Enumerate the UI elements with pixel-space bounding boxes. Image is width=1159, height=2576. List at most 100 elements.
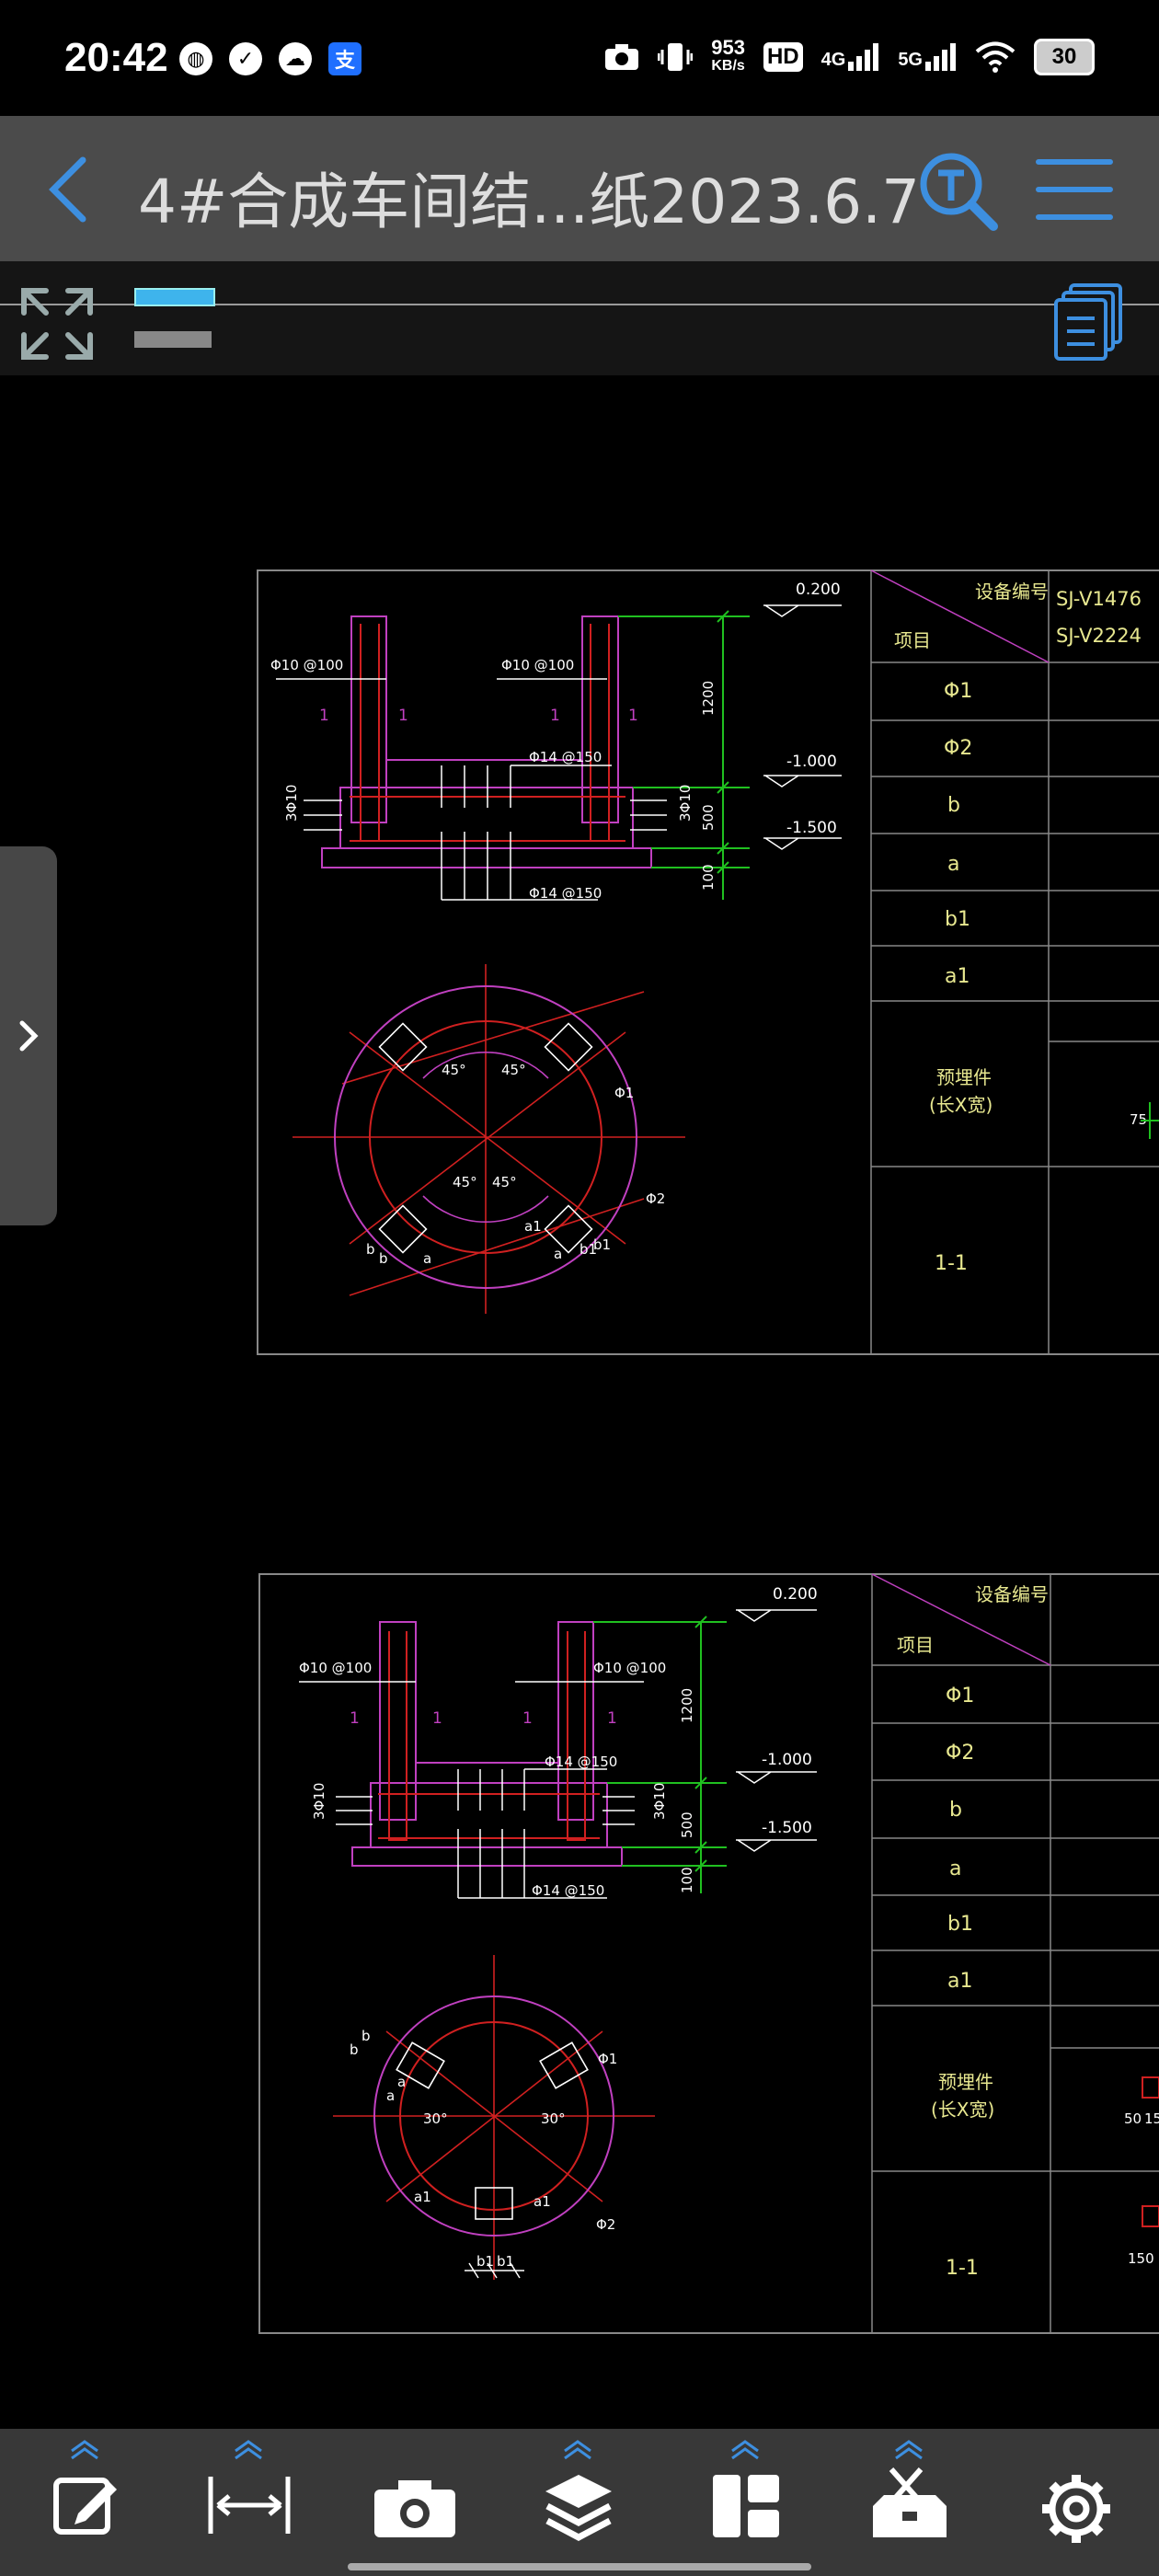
angle-label: 30° [423, 2110, 448, 2127]
toolbox-tool[interactable] [858, 2438, 959, 2548]
alipay-icon: 支 [328, 42, 361, 75]
table-row-label: 预埋件 [938, 2071, 993, 2093]
expand-arrows-icon[interactable] [18, 285, 96, 362]
cad-drawing: 0.200 -1.000 -1.500 1200 500 100 Φ10 @10… [257, 569, 1159, 2334]
plan-label: a [397, 2074, 406, 2090]
sidebar-toggle[interactable] [0, 846, 57, 1225]
table-row-label: (长X宽) [931, 2099, 994, 2121]
table-row-label: Φ2 [944, 737, 972, 760]
rebar-label: Φ10 @100 [299, 1660, 372, 1676]
elev-label: -1.500 [762, 1819, 812, 1837]
table-header-left: 项目 [897, 1634, 934, 1656]
elev-label: 0.200 [796, 581, 841, 599]
table-row-label: a1 [947, 1970, 972, 1993]
table-row-label: 1-1 [946, 2257, 979, 2280]
active-layer-indicator[interactable] [134, 288, 215, 306]
chevron-left-icon[interactable] [40, 153, 96, 226]
title-bar: 4#合成车间结...纸2023.6.7 [0, 116, 1159, 261]
plan-label: a1 [414, 2189, 431, 2205]
rebar-label: Φ10 @100 [593, 1660, 666, 1676]
dim-label: 100 [700, 864, 717, 891]
table-row-label: 1-1 [935, 1252, 968, 1275]
chevron-up-icon [71, 2440, 98, 2460]
table-header-left: 项目 [894, 629, 931, 651]
camera-icon [605, 44, 639, 70]
rebar-label: 3Φ10 [283, 785, 300, 822]
dim-label: 1200 [679, 1688, 695, 1723]
section-mark: 1 [398, 707, 408, 725]
angle-label: 30° [541, 2110, 566, 2127]
signal-5g-icon: 5G [898, 43, 957, 71]
check-icon: ✓ [229, 42, 262, 75]
clock: 20:42 [64, 35, 168, 80]
page-title: 4#合成车间结...纸2023.6.7 [138, 167, 921, 237]
edit-tool[interactable] [34, 2438, 135, 2548]
elev-label: -1.000 [762, 1751, 812, 1769]
rebar-label: 3Φ10 [677, 785, 694, 822]
plan-label: b1 [580, 1241, 597, 1258]
settings-tool[interactable] [1026, 2438, 1127, 2548]
sheet-1-frame [257, 569, 1159, 1355]
plan-label: Φ1 [598, 2051, 617, 2067]
hd-icon: HD [763, 42, 803, 72]
section-mark: 1 [522, 1709, 533, 1728]
equipment-id: SJ-V1476 [1056, 588, 1142, 610]
elev-label: -1.000 [786, 753, 837, 771]
layer-indicator[interactable] [134, 331, 212, 348]
angle-label: 45° [453, 1174, 477, 1190]
table-row-label: a [947, 853, 959, 876]
plan-label: b1 [593, 1236, 611, 1253]
section-mark: 1 [550, 707, 560, 725]
chevron-up-icon [564, 2440, 591, 2460]
signal-4g-icon: 4G [821, 43, 880, 71]
plan-label: b1 [476, 2253, 494, 2270]
plan-label: b [361, 2028, 371, 2044]
rebar-label: Φ10 @100 [270, 657, 343, 673]
section-mark: 1 [432, 1709, 442, 1728]
plan-label: a [386, 2087, 395, 2104]
dim-label: 500 [679, 1811, 695, 1838]
sig4g-label: 4G [820, 50, 846, 70]
equipment-id: SJ-V2224 [1056, 625, 1142, 647]
table-row-label: a1 [945, 965, 970, 988]
toolbox-icon [873, 2467, 947, 2537]
view-toolbar [0, 261, 1159, 375]
drawing-canvas[interactable]: 0.200 -1.000 -1.500 1200 500 100 Φ10 @10… [0, 375, 1159, 2429]
elev-label: 0.200 [773, 1585, 818, 1604]
table-header-top: 设备编号 [975, 581, 1049, 603]
vibrate-icon [658, 43, 694, 71]
rebar-label: Φ10 @100 [501, 657, 574, 673]
navigation-icon: ◍ [179, 42, 212, 75]
dim-label: 500 [700, 804, 717, 831]
text-search-icon[interactable] [916, 149, 999, 232]
chevron-up-icon [895, 2440, 923, 2460]
wifi-icon [975, 41, 1016, 73]
rebar-label: 3Φ10 [311, 1783, 327, 1820]
table-row-label: Φ2 [946, 1742, 974, 1765]
chevron-up-icon [731, 2440, 759, 2460]
plan-label: b1 [497, 2253, 514, 2270]
plan-label: a1 [534, 2193, 551, 2210]
hd-label: HD [763, 42, 803, 72]
hamburger-menu-icon[interactable] [1035, 155, 1114, 224]
section-mark: 1 [350, 1709, 360, 1728]
layout-tool[interactable] [694, 2438, 796, 2548]
table-row-label: b [949, 1799, 962, 1822]
measure-tool[interactable] [198, 2438, 299, 2548]
camera-tool[interactable] [363, 2438, 465, 2548]
table-row-label: b1 [945, 908, 970, 931]
plan-label: Φ2 [596, 2216, 615, 2233]
battery-icon: 30 [1034, 39, 1095, 75]
document-list-icon[interactable] [1052, 282, 1126, 362]
plan-label: b [350, 2041, 359, 2058]
home-indicator[interactable] [348, 2563, 811, 2570]
rebar-label: Φ14 @150 [532, 1882, 604, 1899]
plan-label: a [423, 1250, 431, 1267]
chevron-up-icon [235, 2440, 262, 2460]
section-mark: 1 [607, 1709, 617, 1728]
layers-tool[interactable] [527, 2438, 628, 2548]
table-row-label: (长X宽) [929, 1094, 993, 1116]
plan-label: a1 [524, 1218, 542, 1235]
dim-label: 100 [679, 1867, 695, 1893]
elev-label: -1.500 [786, 819, 837, 837]
